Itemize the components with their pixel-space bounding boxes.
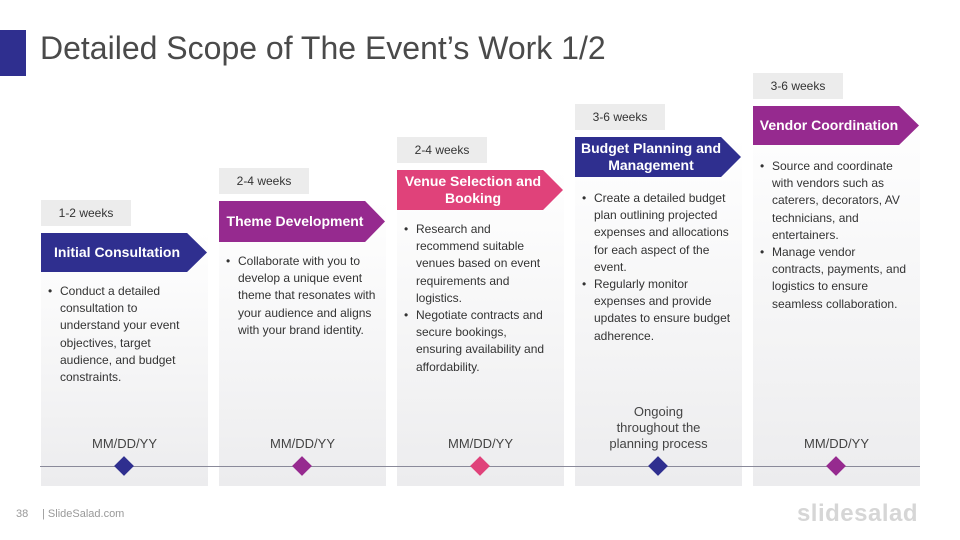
stage-2-bullet: Collaborate with you to develop a unique… (226, 253, 376, 339)
stage-3-bullet: Research and recommend suitable venues b… (404, 221, 554, 307)
title-accent-bar (0, 30, 26, 76)
stage-4-bullet: Create a detailed budget plan outlining … (582, 190, 732, 276)
stage-2-bullets: Collaborate with you to develop a unique… (226, 253, 376, 339)
stage-3-title-line-1: Venue Selection and (404, 173, 542, 189)
stage-4-date-line-3: planning process (609, 436, 708, 451)
stage-4-date-line-2: throughout the (616, 420, 701, 435)
stage-4-bullet: Regularly monitor expenses and provide u… (582, 276, 732, 345)
stage-4-title-line-1: Budget Planning and (581, 140, 721, 156)
stage-5-duration: 3-6 weeks (753, 73, 843, 99)
stage-3-bullet: Negotiate contracts and secure bookings,… (404, 307, 554, 376)
stage-5-bullets: Source and coordinate with vendors such … (760, 158, 910, 313)
stage-3-duration: 2-4 weeks (397, 137, 487, 163)
slide-title: Detailed Scope of The Event’s Work 1/2 (40, 30, 606, 66)
stage-3-title-line-2: Booking (445, 190, 501, 206)
stage-4-title-line-2: Management (608, 157, 694, 173)
stage-5-banner: Vendor Coordination (753, 106, 919, 145)
stage-4-date: Ongoing throughout the planning process (575, 404, 742, 452)
stage-column-2 (219, 201, 386, 486)
stage-4-banner: Budget Planning and Management (575, 137, 741, 177)
stage-3-banner: Venue Selection and Booking (397, 170, 563, 210)
stage-2-banner: Theme Development (219, 201, 385, 242)
stage-5-date: MM/DD/YY (804, 436, 869, 451)
stage-3-bullets: Research and recommend suitable venues b… (404, 221, 554, 376)
stage-5-bullet: Source and coordinate with vendors such … (760, 158, 910, 244)
stage-1-banner: Initial Consultation (41, 233, 207, 272)
footer-site: | SlideSalad.com (42, 508, 125, 520)
stage-2-date: MM/DD/YY (270, 436, 335, 451)
stage-4-duration: 3-6 weeks (575, 104, 665, 130)
stage-1-bullet: Conduct a detailed consultation to under… (48, 283, 198, 386)
stage-2-title: Theme Development (226, 213, 364, 229)
stage-1-date: MM/DD/YY (92, 436, 157, 451)
stage-1-duration: 1-2 weeks (41, 200, 131, 226)
stage-2-duration: 2-4 weeks (219, 168, 309, 194)
stage-5-bullet: Manage vendor contracts, payments, and l… (760, 244, 910, 313)
stage-4-bullets: Create a detailed budget plan outlining … (582, 190, 732, 345)
stage-1-title: Initial Consultation (54, 244, 180, 260)
stage-4-date-line-1: Ongoing (633, 404, 684, 419)
slidesalad-logo: slidesalad (796, 500, 918, 527)
page-number: 38 (16, 508, 29, 520)
stage-1-bullets: Conduct a detailed consultation to under… (48, 283, 198, 386)
stage-3-date: MM/DD/YY (448, 436, 513, 451)
stage-5-title: Vendor Coordination (759, 117, 899, 133)
